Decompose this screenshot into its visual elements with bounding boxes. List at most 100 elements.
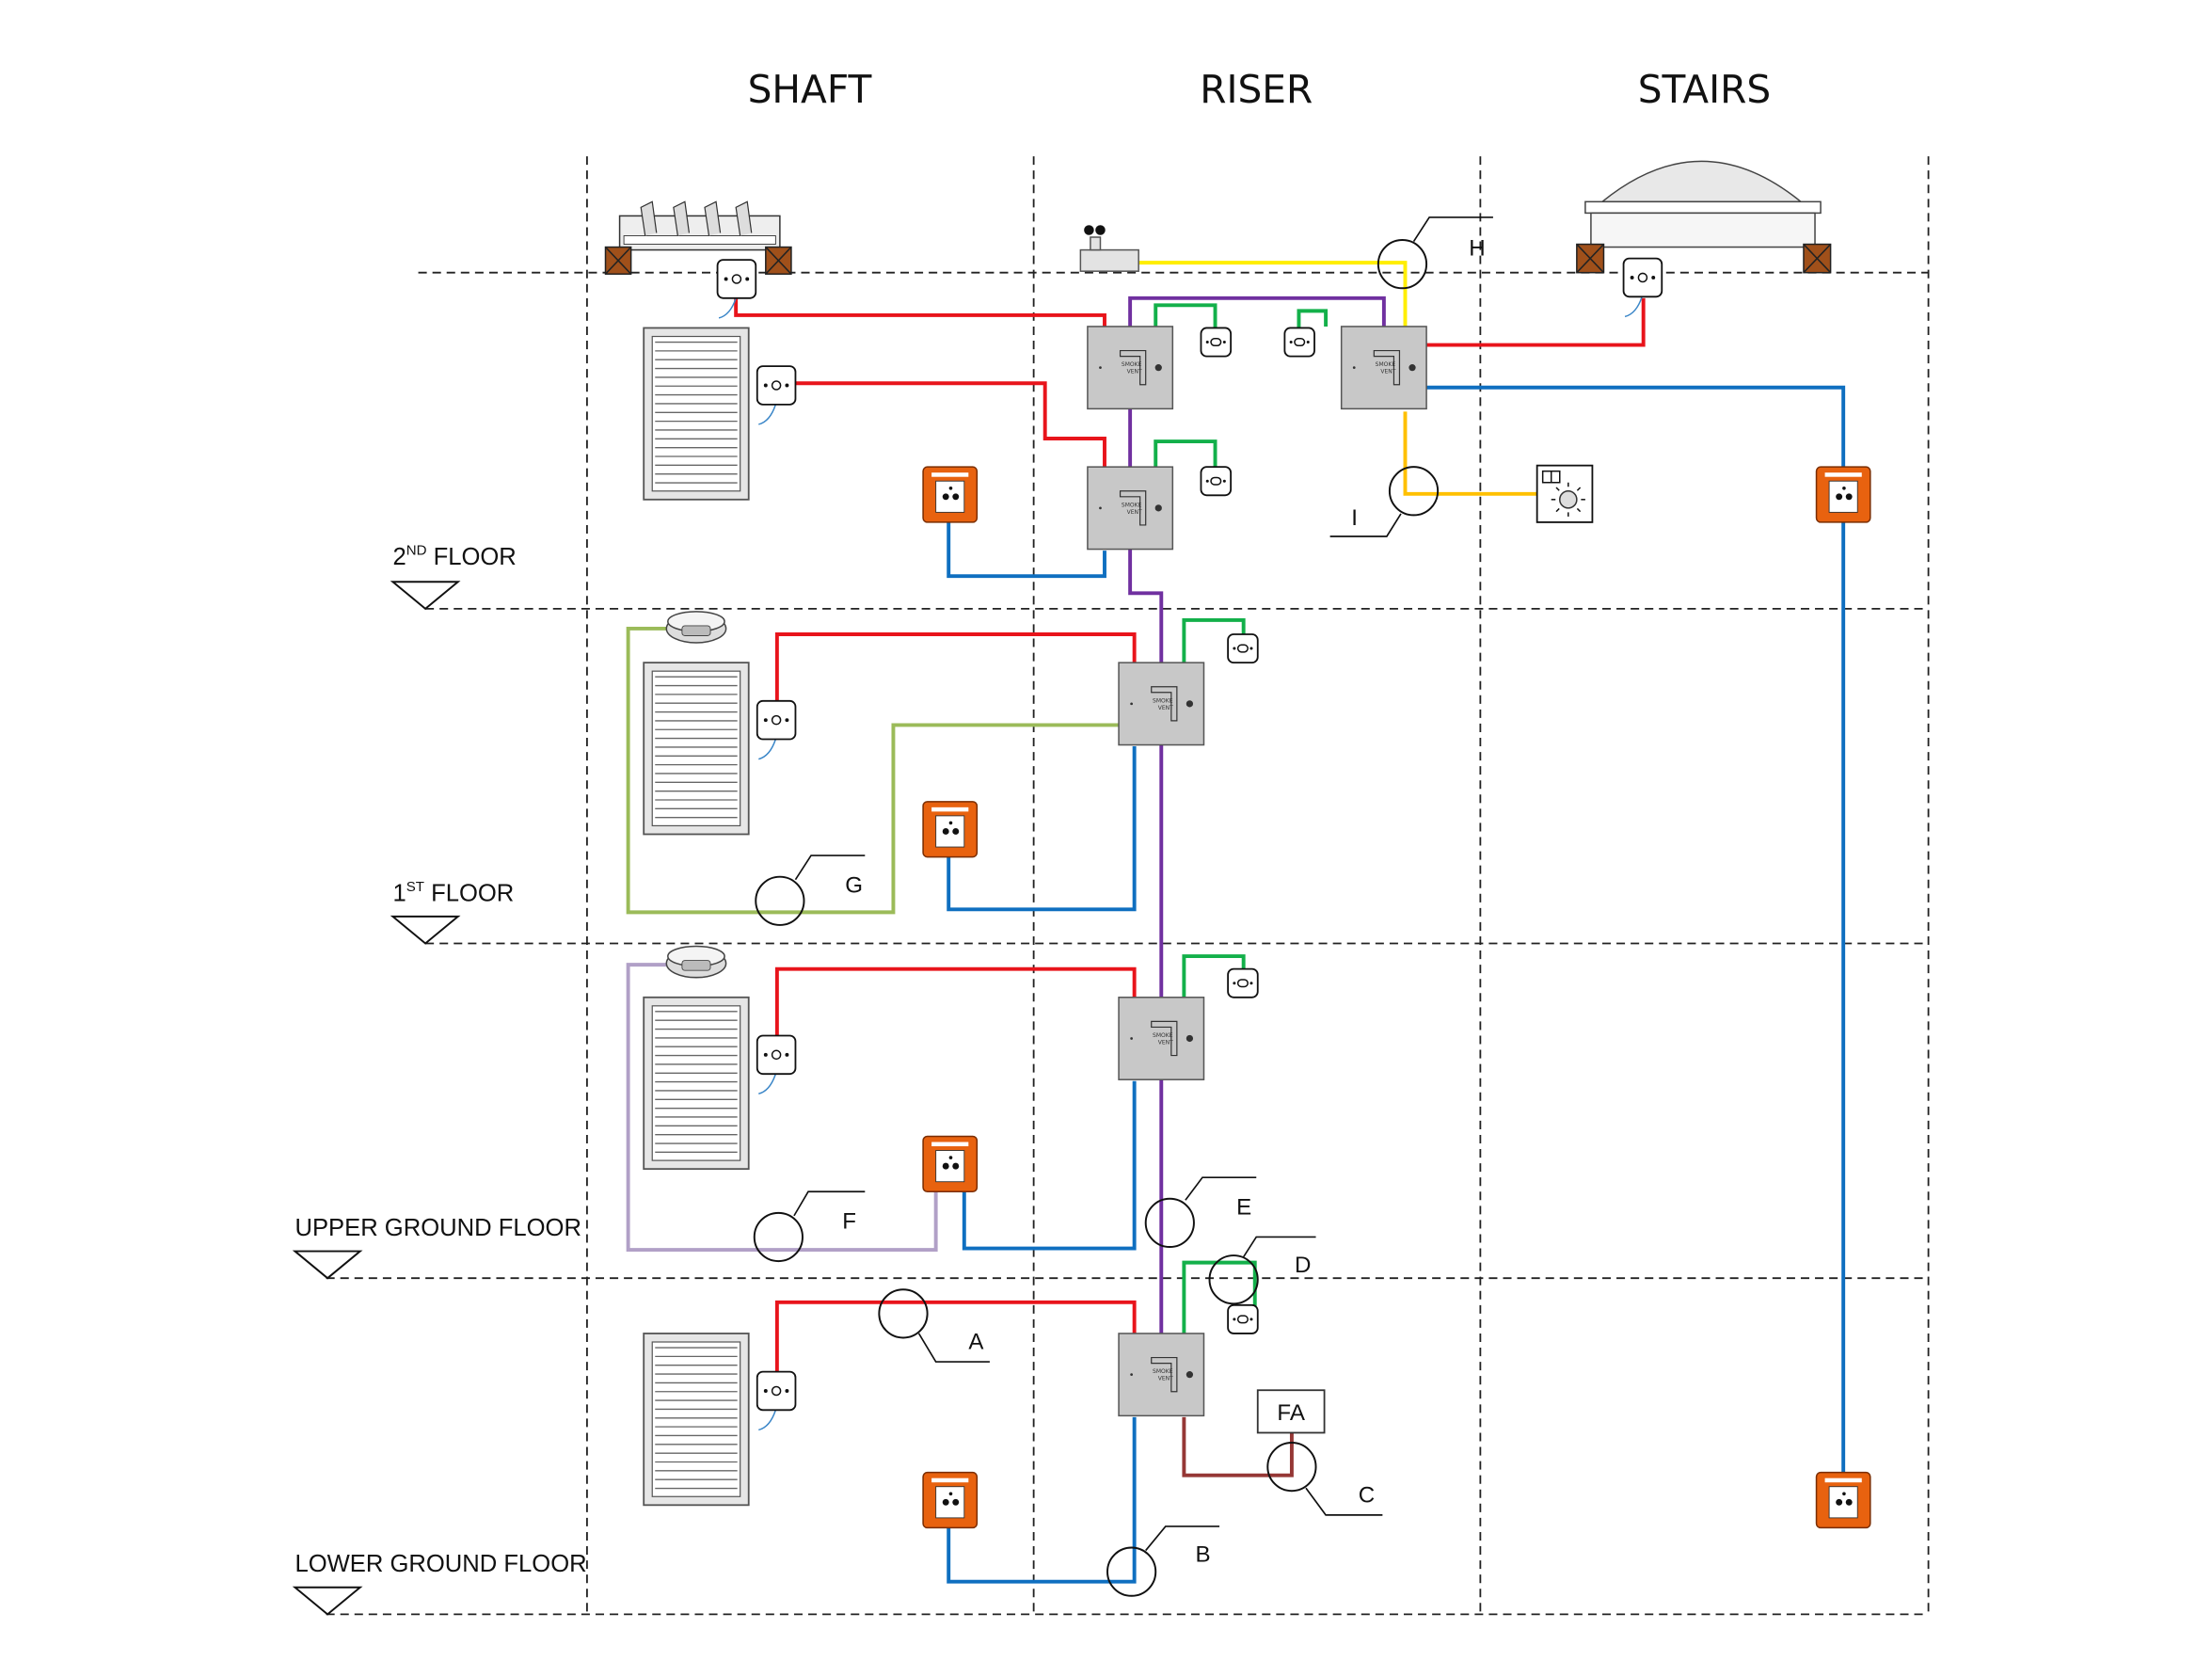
purple-wire-top bbox=[1128, 295, 1386, 327]
lavender-wire-detector-ug bbox=[626, 963, 938, 1253]
fire-alarm-label: FA bbox=[1277, 1400, 1305, 1426]
column-header-riser: RISER bbox=[1200, 67, 1313, 112]
grid-lines bbox=[326, 156, 1930, 1616]
callout-leader bbox=[1145, 1525, 1220, 1552]
callout-leader bbox=[794, 854, 866, 881]
manual-call-point-icon bbox=[1815, 466, 1871, 523]
panel-text: VENT bbox=[1380, 369, 1395, 375]
olive-wire-detector-1st bbox=[626, 626, 1120, 915]
callout-leader bbox=[917, 1333, 990, 1363]
panel-logo-icon bbox=[1151, 686, 1178, 722]
louvre-vent-icon bbox=[643, 662, 750, 836]
callout-h: H bbox=[1377, 216, 1493, 290]
callout-circle bbox=[1266, 1442, 1317, 1493]
panel-logo-icon bbox=[1119, 349, 1147, 386]
green-wire-3 bbox=[1154, 439, 1217, 469]
callout-circle bbox=[1106, 1546, 1157, 1597]
manual-call-point-icon bbox=[1815, 1471, 1871, 1529]
panel-text: SMOKE bbox=[1153, 697, 1173, 704]
sensor-socket-icon bbox=[1227, 633, 1259, 664]
floor-label-1st: 1ST FLOOR bbox=[392, 879, 514, 907]
manual-call-point-icon bbox=[922, 466, 979, 523]
vent-switch-icon bbox=[716, 259, 757, 319]
vent-switch-icon bbox=[756, 1034, 797, 1095]
callout-label: B bbox=[1195, 1542, 1210, 1568]
callout-circle bbox=[1377, 239, 1428, 290]
smoke-detector-icon bbox=[665, 945, 727, 979]
fire-alarm-box: FA bbox=[1256, 1389, 1326, 1434]
callout-label: H bbox=[1469, 236, 1485, 262]
panel-logo-icon bbox=[1151, 1020, 1178, 1057]
green-wire-1 bbox=[1154, 303, 1217, 329]
panel-key-icon bbox=[1186, 700, 1194, 708]
callout-f: F bbox=[753, 1190, 866, 1263]
panel-text: SMOKE bbox=[1153, 1368, 1173, 1375]
blue-wire-lg bbox=[947, 1416, 1137, 1584]
panel-key-icon bbox=[1186, 1034, 1194, 1043]
vent-switch-icon bbox=[756, 365, 797, 425]
red-wire-2nd-vent bbox=[795, 381, 1106, 468]
louvre-vent-icon bbox=[643, 1333, 750, 1507]
callout-label: G bbox=[845, 872, 863, 898]
manual-call-point-icon bbox=[922, 1135, 979, 1193]
callout-d: D bbox=[1208, 1236, 1316, 1305]
callout-circle bbox=[1388, 466, 1440, 517]
sensor-socket-icon bbox=[1227, 1303, 1259, 1334]
red-wire-ug bbox=[774, 966, 1137, 1036]
manual-call-point-icon bbox=[922, 1471, 979, 1529]
blue-wire-stairs-top bbox=[1426, 385, 1846, 468]
callout-label: D bbox=[1295, 1253, 1311, 1278]
panel-text: VENT bbox=[1127, 369, 1142, 375]
column-header-stairs: STAIRS bbox=[1638, 67, 1771, 112]
sensor-socket-icon bbox=[1200, 327, 1233, 358]
red-wire-stairs-dome bbox=[1426, 297, 1646, 347]
floor-label-upper-ground: UPPER GROUND FLOOR bbox=[294, 1215, 581, 1241]
blue-wire-2nd bbox=[947, 521, 1106, 579]
callout-leader bbox=[1185, 1176, 1257, 1201]
panel-text: VENT bbox=[1158, 1040, 1173, 1046]
callout-circle bbox=[753, 1211, 804, 1263]
callout-label: I bbox=[1351, 505, 1358, 531]
red-wire-lg bbox=[774, 1300, 1137, 1372]
shaft-roof-vent-icon bbox=[604, 200, 792, 275]
panel-key-icon bbox=[1186, 1371, 1194, 1379]
panel-key-icon bbox=[1154, 504, 1162, 512]
level-markers bbox=[292, 581, 461, 1616]
rooflight-dome-icon bbox=[1576, 160, 1832, 274]
sensor-socket-icon bbox=[1283, 327, 1315, 358]
panel-text: SMOKE bbox=[1153, 1032, 1173, 1039]
manual-call-point-icon bbox=[922, 801, 979, 858]
red-wire-roof-switch bbox=[734, 295, 1106, 327]
callout-leader bbox=[1305, 1487, 1383, 1516]
yellow-wire-wind-sensor bbox=[1138, 261, 1408, 327]
callout-leader bbox=[1329, 513, 1402, 537]
green-wire-2 bbox=[1297, 309, 1329, 329]
sensor-socket-icon bbox=[1200, 466, 1233, 497]
louvre-vent-icon bbox=[643, 327, 750, 501]
callout-b: B bbox=[1106, 1525, 1220, 1597]
vent-switch-icon bbox=[756, 699, 797, 760]
louvre-vent-icon bbox=[643, 996, 750, 1171]
green-wire-6 bbox=[1182, 1260, 1257, 1334]
callout-label: F bbox=[842, 1208, 856, 1234]
sensor-socket-icon bbox=[1227, 967, 1259, 998]
floor-label-lower-ground: LOWER GROUND FLOOR bbox=[294, 1551, 586, 1577]
vent-switch-icon bbox=[756, 1370, 797, 1431]
blue-wire-ug bbox=[962, 1080, 1137, 1251]
callout-c: C bbox=[1266, 1442, 1383, 1516]
green-wire-4 bbox=[1182, 617, 1246, 663]
temperature-sensor-icon bbox=[1536, 464, 1594, 523]
panel-text: VENT bbox=[1158, 1376, 1173, 1382]
callout-circle bbox=[1144, 1197, 1195, 1249]
panel-key-icon bbox=[1408, 364, 1416, 372]
panel-text: VENT bbox=[1127, 509, 1142, 516]
amber-wire-thermostat bbox=[1403, 411, 1537, 496]
callout-circle bbox=[878, 1288, 929, 1339]
brown-wire-fire-alarm bbox=[1182, 1416, 1294, 1477]
